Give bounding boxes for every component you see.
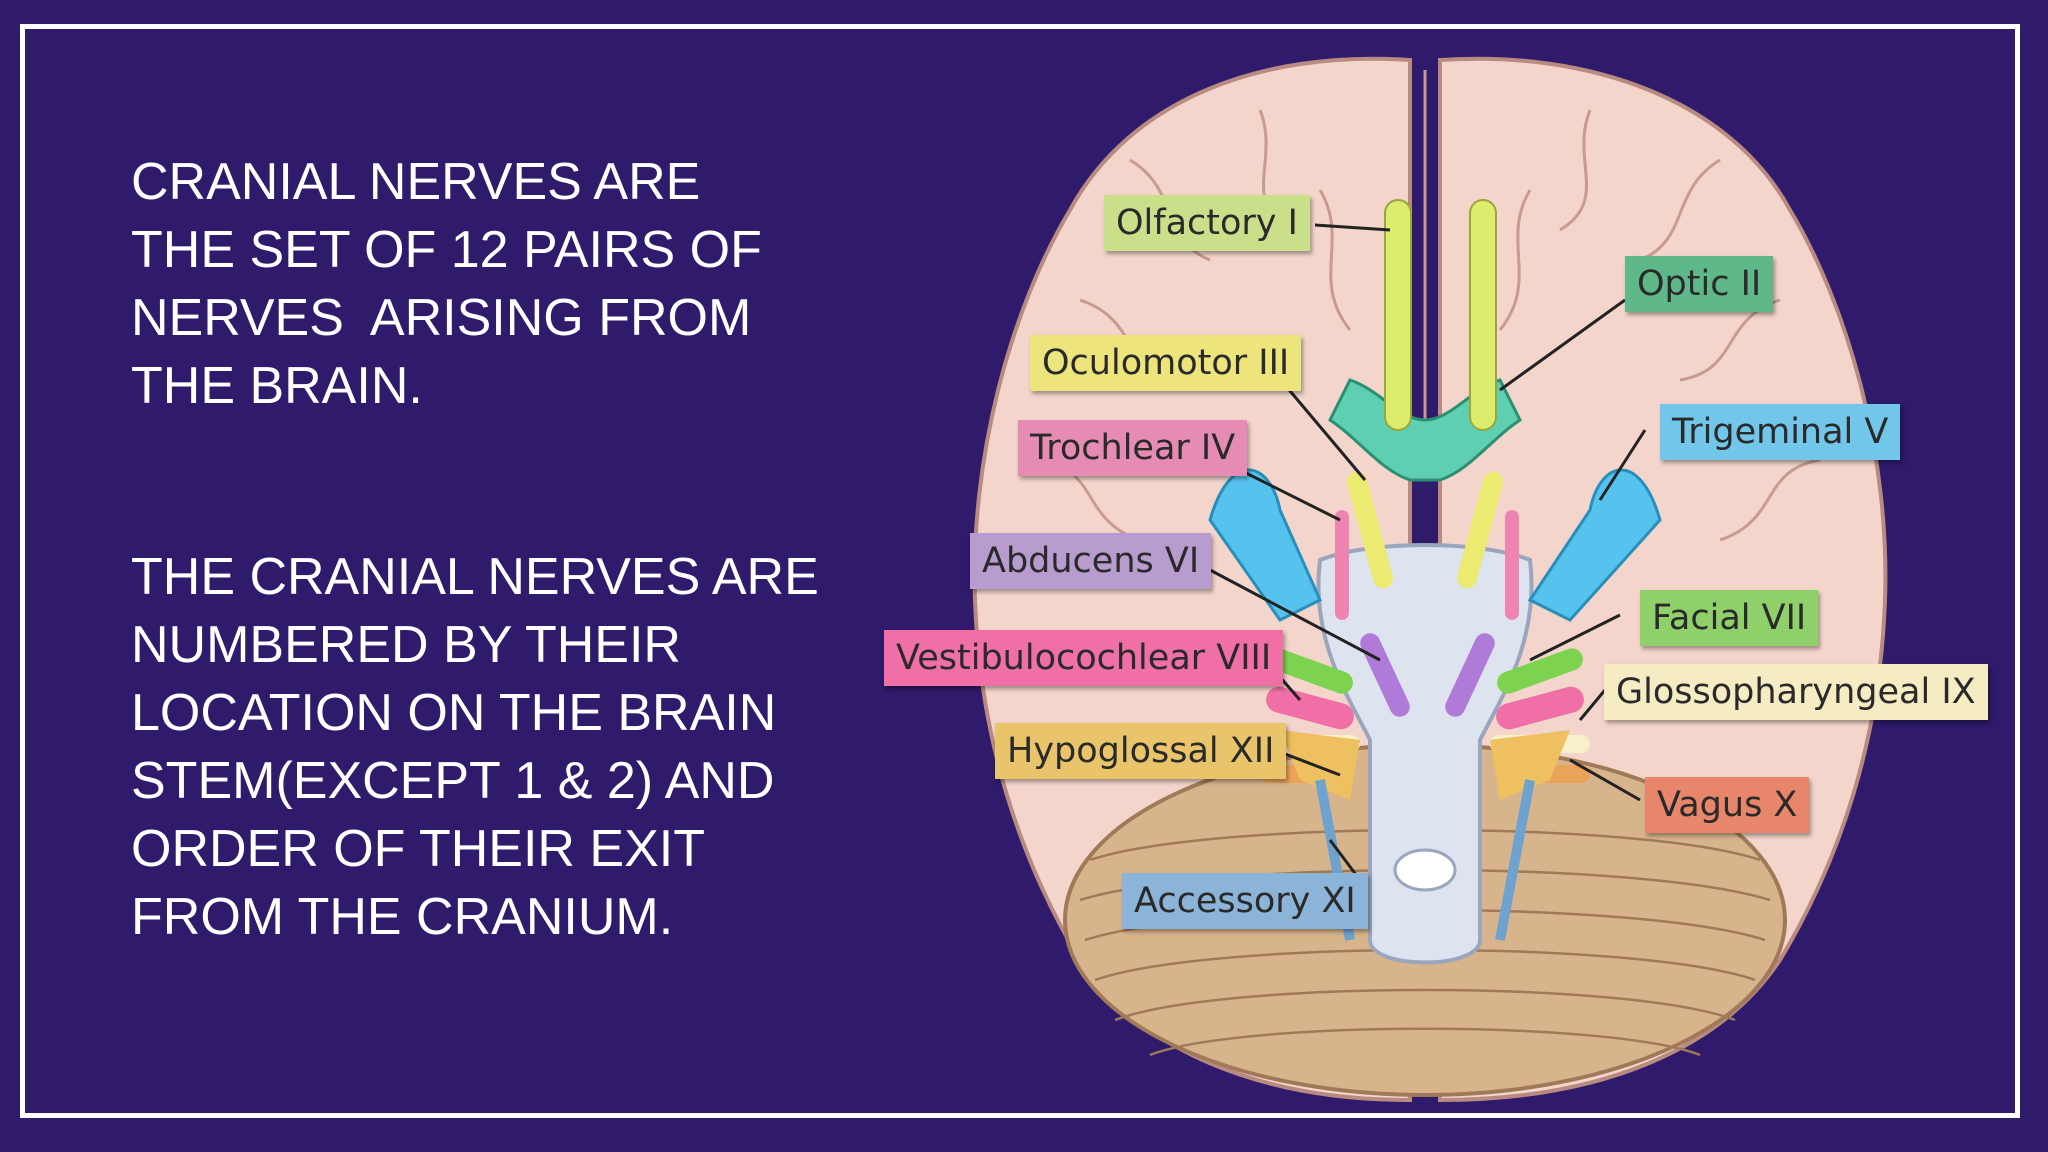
trigeminal-nerve-right [1527, 468, 1662, 622]
text-line: THE SET OF 12 PAIRS OF [131, 221, 762, 279]
label-olfactory: Olfactory I [1104, 195, 1310, 251]
label-facial: Facial VII [1640, 590, 1819, 646]
text-line: THE BRAIN. [131, 357, 423, 415]
accessory-nerve-right [1495, 779, 1535, 941]
vestibulocochlear-nerve-left [1266, 686, 1354, 730]
trochlear-nerve-right [1505, 510, 1519, 620]
text-line: STEM(EXCEPT 1 & 2) AND [131, 752, 775, 810]
label-trochlear: Trochlear IV [1018, 420, 1248, 476]
vagus-nerve-right [1490, 730, 1570, 800]
label-abducens: Abducens VI [970, 533, 1212, 589]
abducens-nerve-right [1445, 633, 1495, 717]
facial-nerve-left [1267, 648, 1353, 694]
slide-frame [20, 24, 2020, 1118]
label-vagus: Vagus X [1645, 777, 1810, 833]
label-optic: Optic II [1625, 256, 1774, 312]
label-oculomotor: Oculomotor III [1030, 335, 1302, 391]
vestibulocochlear-nerve-right [1496, 686, 1584, 730]
trigeminal-nerve-left [1208, 468, 1322, 622]
label-vestibulocochlear: Vestibulocochlear VIII [884, 630, 1284, 686]
text-line: NUMBERED BY THEIR [131, 616, 681, 674]
text-line: LOCATION ON THE BRAIN [131, 684, 777, 742]
text-line: NERVES ARISING FROM [131, 289, 752, 347]
olfactory-tract-right [1469, 199, 1497, 431]
oculomotor-nerve-left [1347, 471, 1393, 589]
label-accessory: Accessory XI [1122, 873, 1368, 929]
trochlear-nerve-left [1335, 510, 1349, 620]
olfactory-tract-left [1384, 199, 1412, 431]
numbering-paragraph: THE CRANIAL NERVES ARE NUMBERED BY THEIR… [131, 543, 819, 951]
leader-lines [1209, 223, 1647, 881]
vagus-nerve-left [1280, 730, 1360, 800]
label-trigeminal: Trigeminal V [1660, 404, 1901, 460]
text-line: CRANIAL NERVES ARE [131, 153, 701, 211]
abducens-nerve-left [1360, 633, 1410, 717]
label-hypoglossal: Hypoglossal XII [995, 723, 1287, 779]
intro-paragraph: CRANIAL NERVES ARE THE SET OF 12 PAIRS O… [131, 148, 762, 420]
text-line: ORDER OF THEIR EXIT [131, 820, 705, 878]
oculomotor-nerve-right [1457, 471, 1503, 589]
label-glossopharyngeal: Glossopharyngeal IX [1604, 664, 1988, 720]
facial-nerve-right [1497, 648, 1583, 694]
text-line: THE CRANIAL NERVES ARE [131, 548, 819, 606]
text-line: FROM THE CRANIUM. [131, 888, 674, 946]
